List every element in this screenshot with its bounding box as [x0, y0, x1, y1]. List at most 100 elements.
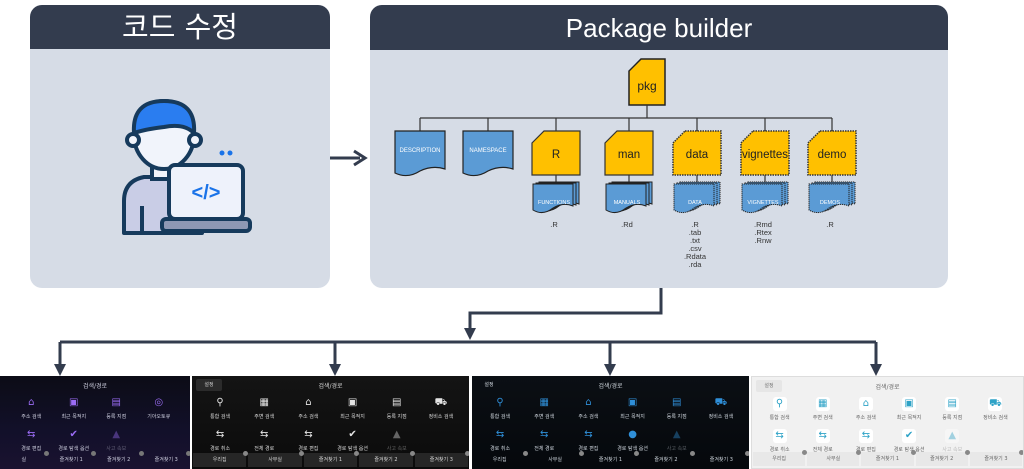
favorite-button[interactable]: 우리집 — [753, 450, 808, 466]
menu-item[interactable]: ▣최근 목적지 — [888, 397, 931, 425]
menu-item-label: 정비소 검색 — [428, 414, 454, 420]
menu-item[interactable]: ✔경로 탐색 옵션 — [331, 428, 375, 456]
menu-item[interactable]: ⌂주소 검색 — [566, 396, 610, 424]
menu-item[interactable]: ▣최근 목적지 — [53, 396, 96, 424]
menu-item[interactable]: ⇆경로 취소 — [758, 429, 801, 457]
favorite-button[interactable]: 사무실 — [807, 450, 862, 466]
folder-label: man — [618, 149, 640, 161]
nav-screen-blue: 설정 검색/경로 ⚲통합 검색▦주변 검색⌂주소 검색▣최근 목적지▤등록 지점… — [472, 376, 749, 469]
menu-item[interactable]: ⛟정비소 검색 — [699, 396, 743, 424]
favorite-button[interactable]: 즐겨찾기 2 — [359, 451, 415, 467]
arrow-down-icon — [870, 364, 882, 376]
code-edit-title: 코드 수정 — [30, 5, 330, 49]
settings-tab[interactable]: 설정 — [756, 380, 782, 392]
edit-dot-icon[interactable] — [298, 451, 304, 456]
menu-item-label: 경로 취소 — [769, 447, 790, 453]
edit-dot-icon[interactable] — [856, 450, 862, 455]
extension-label: .Rd — [621, 220, 633, 229]
extension-label: .txt — [690, 236, 701, 245]
car-service-icon: ⛟ — [988, 397, 1003, 411]
edit-dot-icon[interactable] — [1019, 450, 1023, 455]
edit-dot-icon[interactable] — [523, 451, 529, 456]
menu-item[interactable]: ▤등록 지점 — [931, 397, 974, 425]
edit-dot-icon[interactable] — [409, 451, 415, 456]
menu-item[interactable]: ▣최근 목적지 — [331, 396, 375, 424]
home-search-icon: ⌂ — [858, 397, 873, 411]
edit-dot-icon[interactable] — [354, 451, 360, 456]
menu-item[interactable]: ⌂주소 검색 — [286, 396, 330, 424]
favorite-button[interactable]: 즐겨찾기 2 — [639, 451, 695, 467]
menu-item[interactable]: ▦주변 검색 — [242, 396, 286, 424]
favorite-button[interactable]: 즐겨찾기 1 — [861, 450, 916, 466]
favorite-button[interactable]: 우리집 — [473, 451, 529, 467]
menu-item[interactable]: ⇆경로 편집 — [286, 428, 330, 456]
menu-item[interactable]: ▲사고 속보 — [931, 429, 974, 457]
menu-item[interactable]: ⛟정비소 검색 — [419, 396, 463, 424]
menu-item[interactable]: ▤등록 지점 — [375, 396, 419, 424]
favorite-button[interactable]: 즐겨찾기 3 — [414, 451, 469, 467]
edit-dot-icon[interactable] — [634, 451, 640, 456]
favorite-button[interactable]: 우리집 — [193, 451, 249, 467]
route-cancel-icon: ⇆ — [495, 429, 505, 440]
menu-item[interactable]: ▲사고 속보 — [655, 428, 699, 456]
favorite-button[interactable]: 사무실 — [248, 451, 304, 467]
menu-item[interactable]: ⇆경로 편집 — [10, 428, 53, 456]
menu-item[interactable]: ⌂주소 검색 — [844, 397, 887, 425]
menu-item[interactable]: ⇆경로 취소 — [478, 428, 522, 456]
edit-dot-icon[interactable] — [465, 451, 469, 456]
favorite-button[interactable]: 즐겨찾기 1 — [303, 451, 360, 467]
menu-item[interactable]: ⚲통합 검색 — [478, 396, 522, 424]
search-icon: ⚲ — [216, 397, 224, 408]
edit-dot-icon[interactable] — [802, 450, 808, 455]
edit-dot-icon[interactable] — [689, 451, 695, 456]
menu-item[interactable]: ▲사고 속보 — [95, 428, 138, 456]
favorite-button[interactable]: 실 — [1, 451, 49, 467]
edit-dot-icon[interactable] — [578, 451, 584, 456]
menu-item[interactable]: ▲사고 속보 — [375, 428, 419, 456]
extension-label: .Rmd — [754, 220, 772, 229]
saved-place-icon: ▤ — [392, 397, 402, 408]
menu-item[interactable]: ⌂주소 검색 — [10, 396, 53, 424]
menu-item[interactable]: ✔경로 탐색 옵션 — [53, 428, 96, 456]
edit-dot-icon[interactable] — [964, 450, 970, 455]
favorite-button[interactable]: 즐겨찾기 3 — [969, 450, 1023, 466]
settings-tab[interactable]: 설정 — [484, 382, 494, 388]
menu-item[interactable]: ⇆전체 경로 — [801, 429, 844, 457]
menu-item[interactable]: ▤등록 지점 — [655, 396, 699, 424]
favorite-button[interactable]: 즐겨찾기 3 — [144, 451, 190, 467]
menu-item[interactable]: ◎기아오토큐 — [138, 396, 181, 424]
favorite-button[interactable]: 즐겨찾기 3 — [695, 451, 749, 467]
extension-label: .R — [691, 220, 699, 229]
edit-dot-icon[interactable] — [91, 451, 96, 456]
favorite-button[interactable]: 즐겨찾기 2 — [96, 451, 144, 467]
menu-item[interactable]: ⚲통합 검색 — [758, 397, 801, 425]
settings-tab[interactable]: 설정 — [196, 379, 222, 391]
edit-dot-icon[interactable] — [910, 450, 916, 455]
edit-dot-icon[interactable] — [243, 451, 249, 456]
menu-item[interactable]: ⇆전체 경로 — [242, 428, 286, 456]
menu-item[interactable]: ⇆전체 경로 — [522, 428, 566, 456]
arrow-down-icon — [604, 364, 616, 376]
menu-item[interactable]: ▦주변 검색 — [522, 396, 566, 424]
edit-dot-icon[interactable] — [186, 451, 190, 456]
menu-item[interactable]: ✔경로 탐색 옵션 — [888, 429, 931, 457]
menu-item[interactable]: ▤등록 지점 — [95, 396, 138, 424]
menu-item[interactable]: ⛟정비소 검색 — [974, 397, 1017, 425]
menu-item[interactable]: ⇆경로 편집 — [566, 428, 610, 456]
edit-dot-icon[interactable] — [43, 451, 49, 456]
edit-dot-icon[interactable] — [745, 451, 749, 456]
menu-item[interactable]: ▣최근 목적지 — [611, 396, 655, 424]
menu-item[interactable]: ⚲통합 검색 — [198, 396, 242, 424]
menu-item[interactable]: ●경로 탐색 옵션 — [611, 428, 655, 456]
menu-item-label: 최근 목적지 — [340, 414, 365, 420]
nearby-search-icon: ▦ — [815, 397, 830, 411]
favorite-button[interactable]: 사무실 — [528, 451, 584, 467]
favorite-button[interactable]: 즐겨찾기 2 — [915, 450, 970, 466]
menu-item[interactable]: ⇆경로 취소 — [198, 428, 242, 456]
menu-item[interactable]: ⇆경로 편집 — [844, 429, 887, 457]
favorite-button[interactable]: 즐겨찾기 1 — [584, 451, 640, 467]
edit-dot-icon[interactable] — [138, 451, 144, 456]
menu-item[interactable]: ▦주변 검색 — [801, 397, 844, 425]
menu-item-label: 등록 지점 — [666, 414, 687, 420]
favorite-button[interactable]: 즐겨찾기 1 — [49, 451, 96, 467]
